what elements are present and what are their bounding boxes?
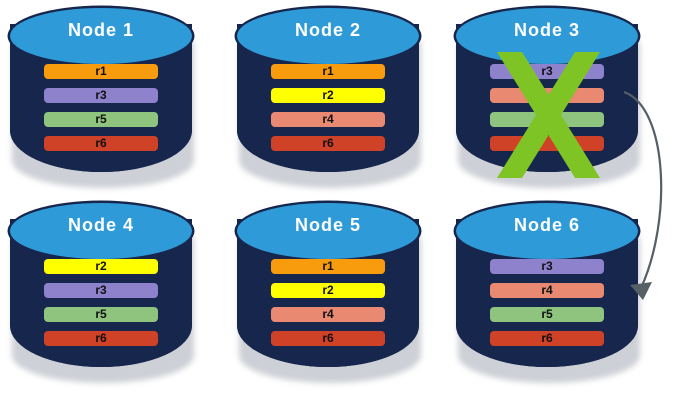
record-bar-r5[interactable]: r5 xyxy=(44,112,158,127)
record-bar-r1[interactable]: r1 xyxy=(271,259,385,274)
record-bar-r1[interactable]: r1 xyxy=(44,64,158,79)
record-bar-r4[interactable]: r4 xyxy=(490,283,604,298)
record-bar-list: r1 r2 r4 r6 xyxy=(271,64,385,151)
record-bar-r6[interactable]: r6 xyxy=(271,136,385,151)
record-bar-list: r3 r4 r5 r6 xyxy=(490,259,604,346)
record-bar-r6[interactable]: r6 xyxy=(271,331,385,346)
record-bar-r3[interactable]: r3 xyxy=(490,64,604,79)
record-bar-r4[interactable]: r4 xyxy=(271,112,385,127)
record-bar-r6[interactable]: r6 xyxy=(490,331,604,346)
record-bar-r4[interactable]: r4 xyxy=(271,307,385,322)
record-bar-r3[interactable]: r3 xyxy=(44,283,158,298)
record-bar-r5[interactable]: r5 xyxy=(490,112,604,127)
record-bar-r3[interactable]: r3 xyxy=(490,259,604,274)
record-bar-r5[interactable]: r5 xyxy=(490,307,604,322)
cylinder-top-ellipse xyxy=(456,8,638,64)
node-cylinder-3[interactable]: Node 3r3r4r5r6 xyxy=(452,6,642,188)
record-bar-list: r3 r4 r5 r6 xyxy=(490,64,604,151)
record-bar-r2[interactable]: r2 xyxy=(44,259,158,274)
record-bar-r6[interactable]: r6 xyxy=(44,136,158,151)
cylinder-top-ellipse xyxy=(10,203,192,259)
record-bar-list: r1 r2 r4 r6 xyxy=(271,259,385,346)
cylinder-top-ellipse xyxy=(237,203,419,259)
record-bar-r2[interactable]: r2 xyxy=(271,283,385,298)
record-bar-r1[interactable]: r1 xyxy=(271,64,385,79)
cylinder-top-ellipse xyxy=(237,8,419,64)
record-bar-r6[interactable]: r6 xyxy=(490,136,604,151)
cylinder-top-ellipse xyxy=(456,203,638,259)
cylinder-top-ellipse xyxy=(10,8,192,64)
record-bar-r6[interactable]: r6 xyxy=(44,331,158,346)
record-bar-list: r1 r3 r5 r6 xyxy=(44,64,158,151)
record-bar-r4[interactable]: r4 xyxy=(490,88,604,103)
record-bar-r3[interactable]: r3 xyxy=(44,88,158,103)
record-bar-r2[interactable]: r2 xyxy=(271,88,385,103)
record-bar-list: r2 r3 r5 r6 xyxy=(44,259,158,346)
record-bar-r5[interactable]: r5 xyxy=(44,307,158,322)
